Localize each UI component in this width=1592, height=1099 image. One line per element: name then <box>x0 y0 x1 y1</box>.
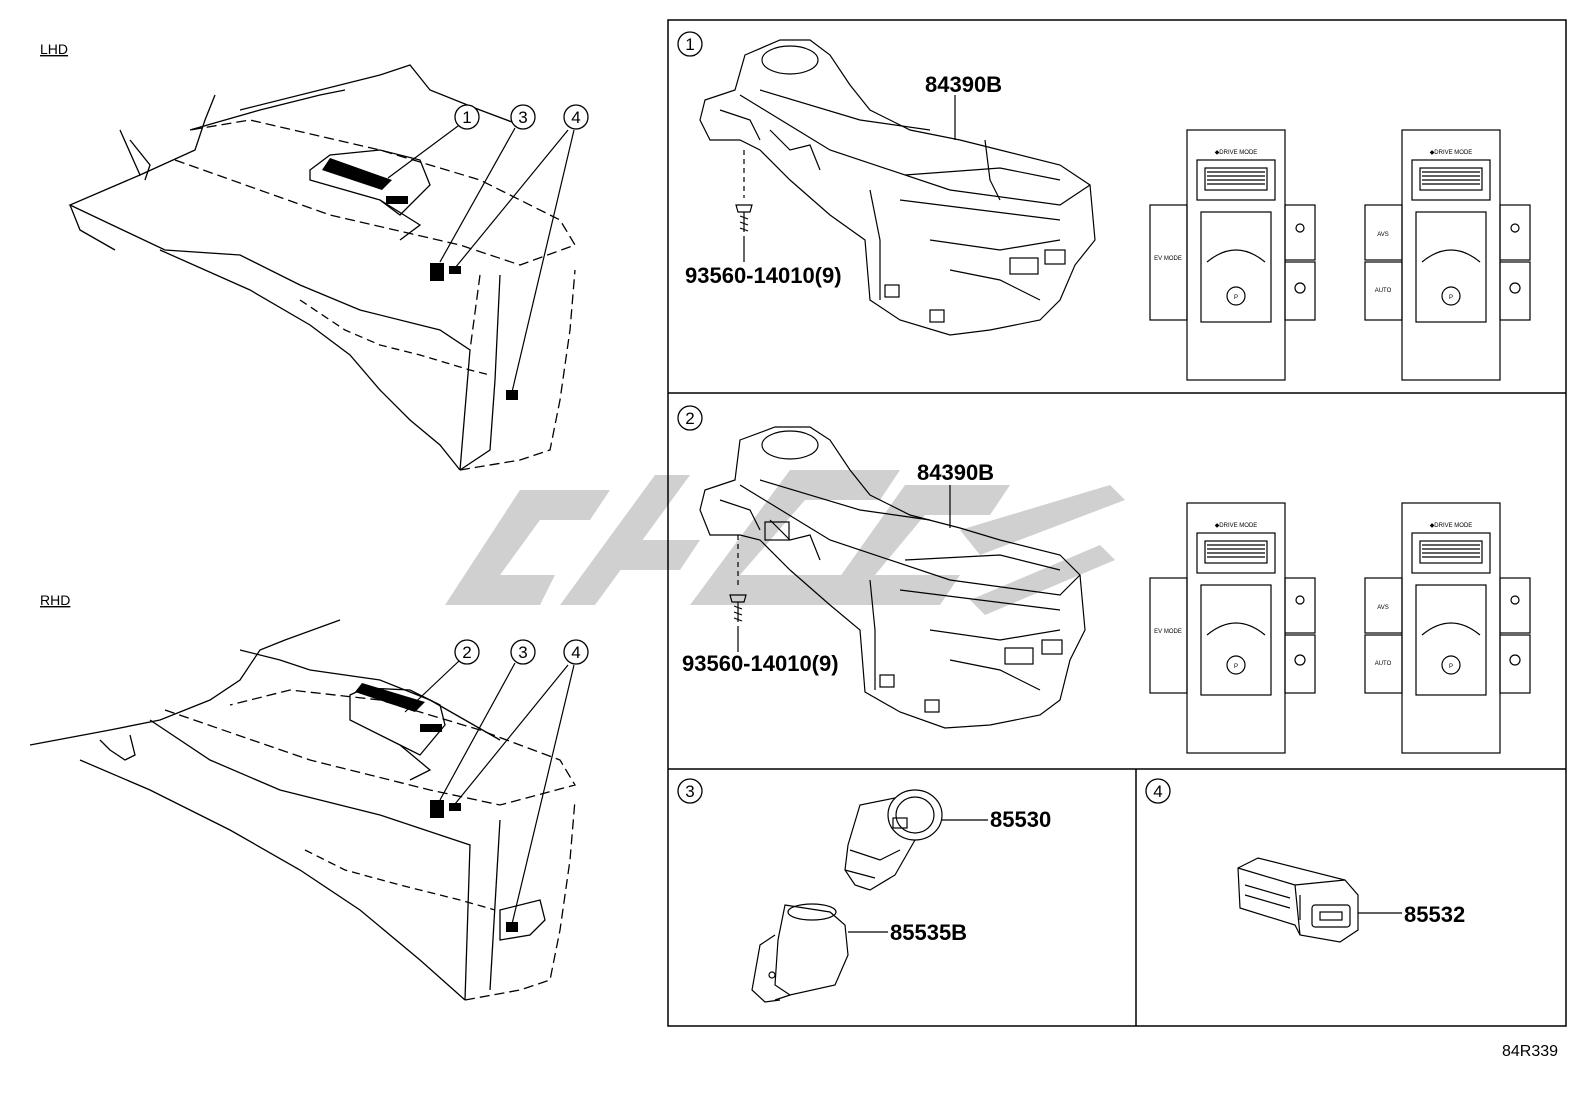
switch-b-avs-btn-2: AVS <box>1377 605 1389 611</box>
switch-a-header-1: ◆DRIVE MODE <box>1215 150 1258 156</box>
svg-text:3: 3 <box>518 108 527 127</box>
part-number-84390B-2: 84390B <box>917 460 994 485</box>
panel-2: 2 84390B 93560-14 <box>677 405 1531 754</box>
switch-b-header-2: ◆DRIVE MODE <box>1430 523 1473 529</box>
lhd-console-drawing <box>68 64 576 471</box>
svg-text:1: 1 <box>462 108 471 127</box>
rhd-selector-highlight <box>355 683 442 732</box>
panel-2-number: 2 <box>685 409 694 428</box>
drive-mode-switch-a-2 <box>1149 502 1316 754</box>
switch-b-header-1: ◆DRIVE MODE <box>1430 150 1473 156</box>
lhd-socket-a <box>430 263 444 281</box>
rhd-usb-port <box>506 922 518 932</box>
shift-bracket-assembly-2 <box>699 426 1086 729</box>
watermark-logo <box>445 470 1125 615</box>
switch-b-auto-btn-1: AUTO <box>1375 288 1392 294</box>
switch-b-park-2: P <box>1449 664 1453 670</box>
switch-b-auto-btn-2: AUTO <box>1375 661 1392 667</box>
rhd-socket-b <box>449 803 461 811</box>
drive-mode-switch-b-2 <box>1364 502 1531 754</box>
switch-a-park-2: P <box>1234 664 1238 670</box>
panel-1-number: 1 <box>685 35 694 54</box>
rhd-callout-4: 4 <box>563 639 589 665</box>
drive-mode-switch-a-1 <box>1149 129 1316 381</box>
rhd-socket-a <box>430 800 444 818</box>
lhd-callout-1: 1 <box>454 104 480 130</box>
svg-text:2: 2 <box>462 643 471 662</box>
rhd-leader-lines <box>404 659 575 925</box>
lhd-callout-3: 3 <box>510 104 536 130</box>
switch-b-park-1: P <box>1449 295 1453 301</box>
rhd-label: RHD <box>40 592 70 608</box>
panel-1: 1 84390B <box>677 31 1531 381</box>
screw-2 <box>729 485 951 652</box>
power-socket-85535B <box>751 903 888 1003</box>
part-number-84390B-1: 84390B <box>925 72 1002 97</box>
rhd-callout-2: 2 <box>454 639 480 665</box>
switch-a-ev-btn-1: EV MODE <box>1154 256 1182 262</box>
usb-port-85532 <box>1237 857 1402 943</box>
shift-bracket-assembly-1 <box>699 39 1096 336</box>
switch-b-avs-btn-1: AVS <box>1377 232 1389 238</box>
switch-a-ev-btn-2: EV MODE <box>1154 629 1182 635</box>
panel-3: 3 85530 85535B <box>677 778 1051 1003</box>
part-number-screw-1: 93560-14010(9) <box>685 263 842 288</box>
drive-mode-switch-b-1 <box>1364 129 1531 381</box>
switch-a-header-2: ◆DRIVE MODE <box>1215 523 1258 529</box>
part-number-85535B: 85535B <box>890 920 967 945</box>
diagram-code: 84R339 <box>1502 1043 1558 1060</box>
panel-4-number: 4 <box>1153 782 1162 801</box>
svg-text:4: 4 <box>571 108 580 127</box>
parts-frame <box>667 19 1567 1027</box>
power-socket-85530 <box>844 789 988 891</box>
lhd-leader-lines <box>387 125 575 393</box>
panel-4: 4 85532 <box>1145 778 1465 943</box>
part-number-screw-2: 93560-14010(9) <box>682 651 839 676</box>
part-number-85532: 85532 <box>1404 902 1465 927</box>
part-number-85530: 85530 <box>990 807 1051 832</box>
svg-text:4: 4 <box>571 643 580 662</box>
rhd-callout-3: 3 <box>510 639 536 665</box>
screw-1 <box>735 150 753 232</box>
switch-a-park-1: P <box>1234 295 1238 301</box>
lhd-label: LHD <box>40 41 68 57</box>
lhd-selector-highlight <box>322 158 408 204</box>
lhd-callout-4: 4 <box>563 104 589 130</box>
lhd-socket-b <box>449 266 461 274</box>
svg-text:3: 3 <box>518 643 527 662</box>
lhd-usb-port <box>506 390 518 400</box>
panel-3-number: 3 <box>685 782 694 801</box>
rhd-console-drawing <box>29 619 577 1001</box>
